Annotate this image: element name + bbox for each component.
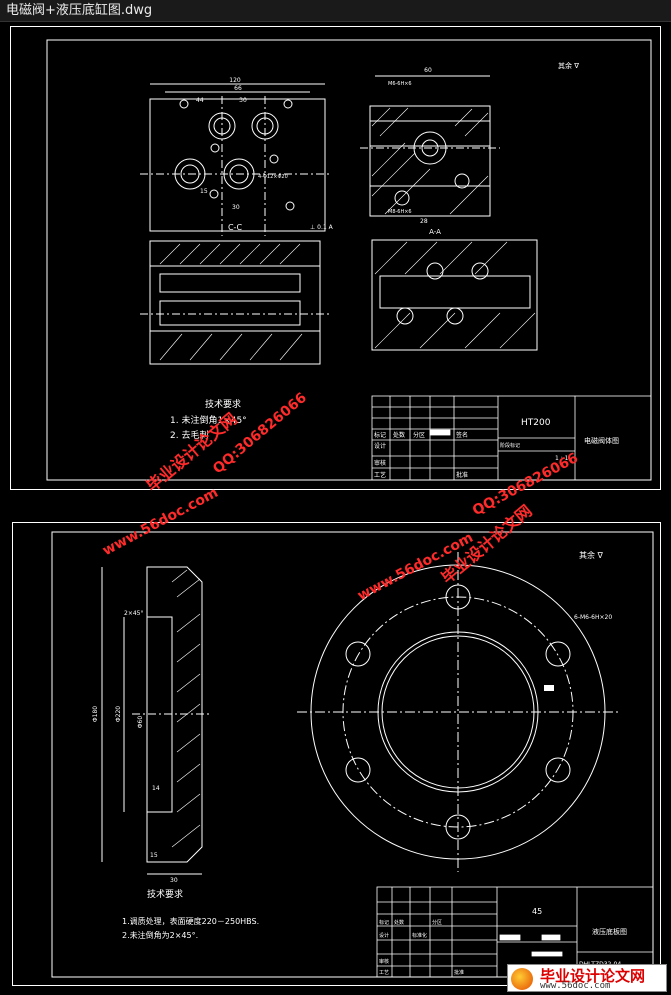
sheet-2-tb-craft: 工艺 [379, 970, 389, 976]
dim-15: 15 [150, 852, 158, 859]
sheet-2-title-block [376, 886, 654, 978]
dim-marker [544, 685, 554, 691]
sheet-1-tb-craft: 工艺 [374, 471, 386, 479]
dim-4-phi12: 4-Φ12×Φ20 [258, 174, 288, 180]
dim-14: 14 [152, 785, 160, 792]
sheet-1-material: HT200 [521, 418, 551, 428]
sheet-2-tb-mark: 标记 [379, 919, 389, 926]
section-cc-label: C-C [228, 223, 242, 232]
sheet-2-tb-std: 标准化 [412, 932, 427, 939]
sheet-2-tb-design: 设计 [379, 932, 389, 939]
sheet-1-tech-req-title: 技术要求 [205, 398, 241, 410]
valve-body-front-view [140, 83, 330, 236]
section-aa-hatch [374, 241, 536, 349]
sheet-1-tb-area: 分区 [413, 431, 425, 439]
sheet-1-canvas[interactable]: 120 66 30 44 15 30 4-Φ12×Φ20 60 M6-6H×6 … [10, 26, 661, 490]
base-plate-top-view [297, 552, 619, 872]
sheet-1-part-name: 电磁阀体图 [584, 436, 619, 445]
dim-66: 66 [234, 85, 242, 92]
drawing-sheet-2[interactable]: Φ180 Φ220 Φ60 2×45° 15 30 14 其余 ∇ 6-M6-6… [12, 522, 661, 986]
sheet-1-title-block [371, 395, 652, 481]
sheet-2-material: 45 [532, 907, 542, 916]
sheet-2-tb-approve: 批准 [454, 969, 464, 976]
site-logo[interactable]: 毕业设计论文网 www.56doc.com [507, 964, 667, 992]
dim-15: 15 [200, 188, 208, 195]
sheet-2-canvas[interactable]: Φ180 Φ220 Φ60 2×45° 15 30 14 其余 ∇ 6-M6-6… [12, 522, 661, 986]
sheet-1-tb-review: 审核 [374, 459, 386, 467]
sheet-2-part-name: 液压底板图 [592, 927, 627, 936]
dim-phi60: Φ60 [137, 716, 144, 729]
section-aa-label: A-A [429, 228, 441, 236]
sheet-2-surface-mark: 其余 ∇ [579, 550, 604, 560]
logo-url-text: www.56doc.com [540, 981, 611, 991]
sheet-2-tb-area: 分区 [432, 919, 442, 926]
dim-30: 30 [239, 97, 247, 104]
dim-30: 30 [170, 877, 178, 884]
sheet-1-tech-req-1: 1. 未注倒角1×45° [170, 414, 247, 426]
base-plate-side-section [101, 566, 212, 875]
dim-30b: 30 [232, 204, 240, 211]
sheet-1-tb-ratio: 1 : 1 [555, 455, 569, 462]
dim-120: 120 [229, 77, 241, 84]
logo-emblem-icon [511, 968, 533, 990]
sheet-1-tb-mark: 标记 [374, 431, 386, 439]
section-cc-view [140, 240, 330, 365]
window-title: 电磁阀+液压底缸图.dwg [0, 0, 671, 22]
dim-28: 28 [420, 218, 428, 225]
drawing-sheet-1[interactable]: 120 66 30 44 15 30 4-Φ12×Φ20 60 M6-6H×6 … [10, 26, 661, 490]
side-section-hatch [371, 107, 489, 215]
valve-body-side-section [360, 75, 500, 217]
section-cc-hatch [159, 243, 303, 361]
base-plate-hatch [171, 569, 201, 848]
m6-note: M6-6H×6 [388, 81, 412, 87]
section-aa-view [371, 239, 538, 351]
sheet-2-tech-req-1: 1.调质处理，表面硬度220－250HBS. [122, 916, 259, 926]
dim-phi220: Φ220 [115, 706, 122, 722]
sheet-1-tb-stage: 阶段标记 [500, 442, 520, 449]
hole-note: 6-M6-6H×20 [574, 614, 612, 621]
dim-chamfer: 2×45° [124, 610, 143, 617]
logo-brand-text: 毕业设计论文网 [540, 967, 646, 985]
sheet-2-tech-req-2: 2.未注倒角为2×45°. [122, 930, 198, 940]
m8-note: M8-6H×6 [388, 209, 412, 215]
sheet-1-tb-design: 设计 [374, 442, 386, 450]
sheet-1-tb-sign: 签名 [456, 431, 468, 439]
sheet-2-tb-count: 处数 [394, 919, 404, 926]
sheet-1-tb-approve: 批准 [456, 471, 468, 479]
tolerance-frame: ⊥ 0.1 A [310, 224, 334, 231]
dim-phi180: Φ180 [92, 706, 99, 722]
sheet-2-tech-req-title: 技术要求 [147, 888, 183, 900]
sheet-1-tb-count: 处数 [393, 431, 405, 439]
sheet-1-tech-req-2: 2. 去毛刺 [170, 429, 208, 441]
sheet-2-tb-review: 审核 [379, 958, 389, 965]
dim-60: 60 [424, 67, 432, 74]
dim-44: 44 [196, 97, 204, 104]
sheet-1-surface-mark: 其余 ∇ [558, 61, 579, 70]
